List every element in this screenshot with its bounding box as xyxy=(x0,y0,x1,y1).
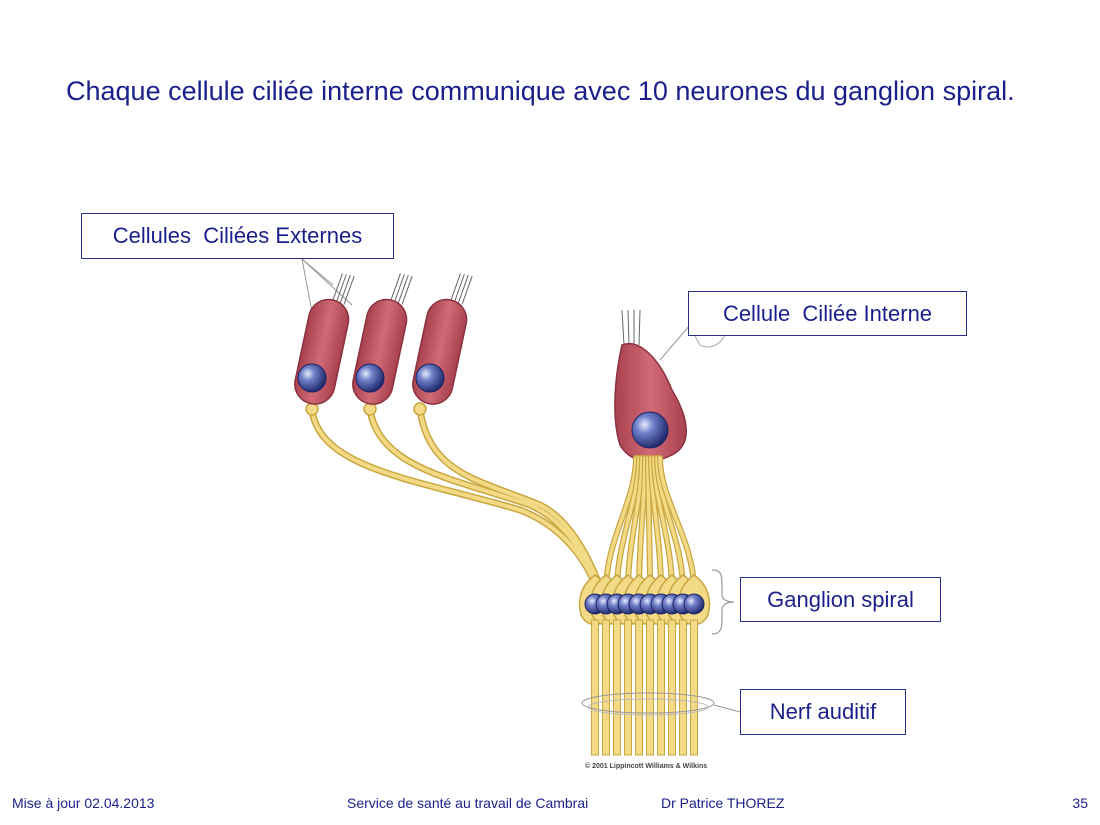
inner-afferent-fiber-fill xyxy=(649,456,663,592)
footer-update-date: Mise à jour 02.04.2013 xyxy=(12,795,155,811)
inner-hair-cell-stereocilia xyxy=(621,309,641,346)
nerve-pointer xyxy=(713,704,741,713)
copyright-notice: © 2001 Lippincott Williams & Wilkins xyxy=(585,763,708,770)
outer-label-pointers xyxy=(301,258,353,313)
auditory-nerve-axons xyxy=(591,619,698,756)
inner-afferent-fiber-fill xyxy=(637,456,647,592)
ganglion-brace xyxy=(711,569,735,635)
inner-afferent-fiber-fill xyxy=(655,456,685,592)
nerve-axon xyxy=(668,619,676,756)
inner-afferent-fiber-fill xyxy=(646,456,652,592)
nerve-bundle-ellipse xyxy=(581,692,715,714)
outer-afferent-fibers xyxy=(308,406,608,604)
footer-service: Service de santé au travail de Cambrai xyxy=(347,795,589,811)
outer-hair-cells-label: Cellules Ciliées Externes xyxy=(81,213,394,259)
inner-afferent-fiber-fill xyxy=(615,456,641,592)
auditory-nerve-label: Nerf auditif xyxy=(740,689,906,735)
nerve-axon xyxy=(679,619,687,756)
inner-afferent-fiber-fill xyxy=(604,456,638,592)
footer-author: Dr Patrice THOREZ xyxy=(661,795,785,811)
spiral-ganglion-label: Ganglion spiral xyxy=(740,577,941,622)
nerve-axon xyxy=(690,619,698,756)
spiral-ganglion-neurons xyxy=(578,574,711,626)
slide-title: Chaque cellule ciliée interne communique… xyxy=(66,76,1015,106)
inner-afferent-fibers xyxy=(603,455,697,593)
outer-afferent-fibers-fill xyxy=(310,408,606,602)
inner-hair-cell-label: Cellule Ciliée Interne xyxy=(688,291,967,336)
nerve-axon xyxy=(635,619,643,756)
nerve-axon xyxy=(624,619,632,756)
page-number: 35 xyxy=(1072,795,1088,811)
nerve-axon xyxy=(613,619,621,756)
nerve-axon xyxy=(646,619,654,756)
nerve-axon xyxy=(657,619,665,756)
inner-afferent-fiber-fill xyxy=(626,456,644,592)
nerve-axon xyxy=(591,619,599,756)
outer-synapse-boutons xyxy=(305,402,427,416)
inner-afferent-fiber-fill xyxy=(652,456,674,592)
nerve-axon xyxy=(602,619,610,756)
inner-hair-cell-nucleus xyxy=(631,411,669,449)
inner-label-pointer xyxy=(659,324,691,361)
ganglion-neuron-nucleus xyxy=(683,593,705,615)
inner-afferent-fiber-fill xyxy=(658,456,696,592)
